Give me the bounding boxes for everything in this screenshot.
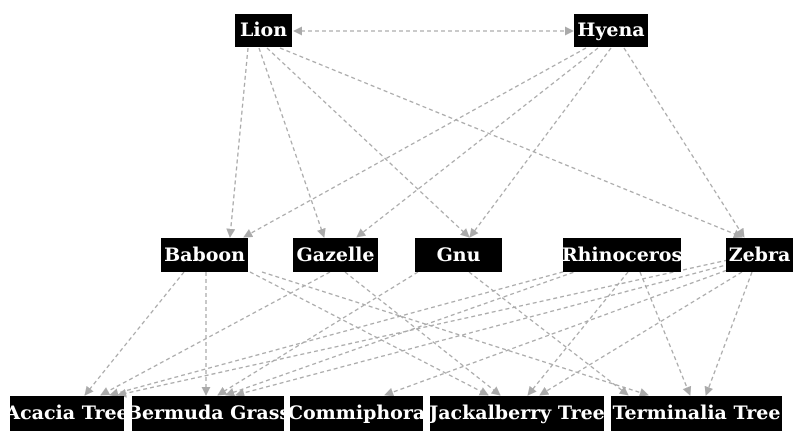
edge-hyena-to-zebra [623, 47, 745, 238]
node-jackalberry-tree: Jackalberry Tree [429, 396, 605, 431]
edge-rhinoceros-to-terminalia [639, 271, 692, 396]
edge-hyena-to-gnu [469, 47, 612, 238]
node-terminalia-tree: Terminalia Tree [611, 396, 782, 431]
edge-gazelle-to-jackalberry [344, 271, 501, 396]
node-acacia-tree: Acacia Tree [5, 396, 129, 431]
edge-gazelle-to-acacia [100, 271, 331, 396]
edge-hyena-to-gazelle [356, 47, 599, 238]
edge-zebra-to-acacia [117, 259, 729, 398]
edge-lion-to-gnu [266, 47, 470, 238]
node-baboon: Baboon [161, 238, 248, 272]
edge-baboon-to-jackalberry [249, 271, 489, 396]
edge-hyena-to-baboon [243, 47, 587, 238]
edge-zebra-to-terminalia [704, 271, 753, 396]
edge-zebra-to-commiphora [384, 267, 734, 397]
node-bermuda-grass: Bermuda Grass [126, 396, 290, 431]
node-commiphora: Commiphora [288, 396, 425, 431]
edge-gnu-to-terminalia [468, 271, 629, 396]
edge-lion-to-gazelle [258, 47, 326, 238]
node-lion: Lion [235, 14, 292, 47]
edge-rhinoceros-to-jackalberry [527, 271, 629, 396]
node-gnu: Gnu [415, 238, 502, 272]
edge-baboon-to-terminalia [261, 271, 649, 397]
edge-lion-to-baboon [226, 47, 249, 238]
edge-lion-to-zebra [279, 47, 743, 239]
node-gazelle: Gazelle [293, 238, 378, 272]
node-zebra: Zebra [726, 238, 793, 272]
node-hyena: Hyena [574, 14, 648, 47]
edge-rhinoceros-to-acacia [109, 269, 571, 398]
node-rhinoceros: Rhinoceros [562, 238, 682, 272]
edge-zebra-to-jackalberry [539, 271, 743, 396]
edge-baboon-to-acacia [84, 271, 185, 396]
edge-zebra-to-bermuda [235, 263, 731, 398]
